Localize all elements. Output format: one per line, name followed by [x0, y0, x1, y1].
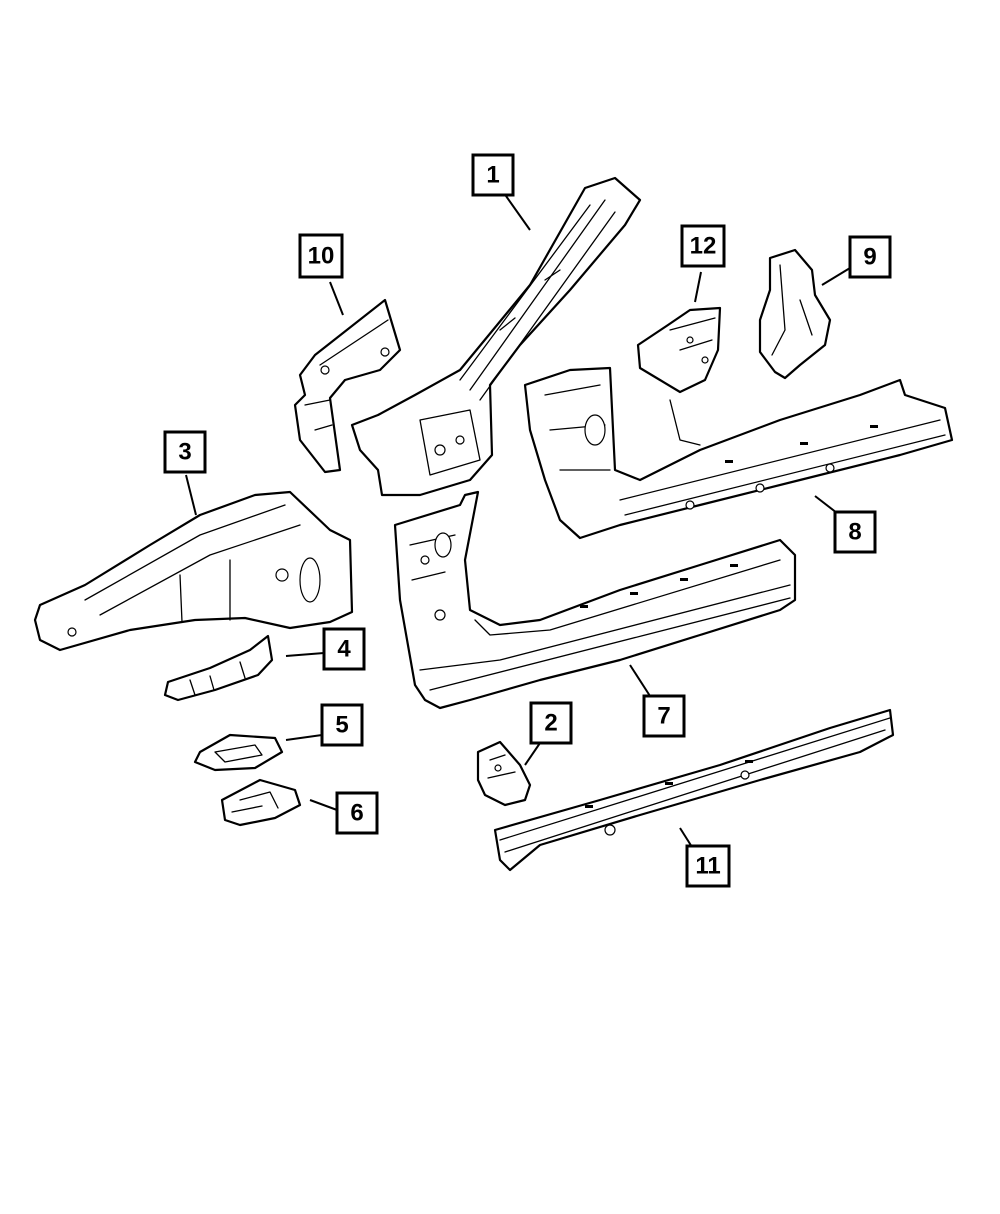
part-10-bracket — [293, 298, 402, 474]
leader-7 — [629, 664, 651, 697]
callout-7[interactable]: 7 — [642, 694, 686, 738]
part-4-bracket — [163, 634, 274, 702]
callout-6[interactable]: 6 — [335, 791, 379, 835]
part-11-rocker-reinforcement — [493, 708, 895, 872]
callout-label-4: 4 — [337, 636, 351, 663]
part-9-pillar-reinforcement — [758, 248, 832, 380]
leader-lines — [185, 195, 851, 848]
leader-3 — [185, 474, 197, 516]
callout-label-2: 2 — [544, 710, 557, 737]
callout-11[interactable]: 11 — [685, 844, 731, 888]
callout-12[interactable]: 12 — [680, 224, 726, 268]
part-7-body-side-sill — [393, 490, 797, 710]
leader-10 — [329, 281, 344, 316]
callout-label-7: 7 — [657, 703, 670, 730]
callout-4[interactable]: 4 — [322, 627, 366, 671]
callout-label-12: 12 — [690, 233, 717, 260]
leader-5 — [285, 734, 323, 741]
part-1-a-pillar — [350, 176, 642, 497]
leader-11 — [679, 827, 693, 848]
leader-4 — [285, 652, 325, 657]
callout-label-10: 10 — [308, 243, 335, 270]
callout-9[interactable]: 9 — [848, 235, 892, 279]
callout-label-6: 6 — [350, 800, 363, 827]
callout-5[interactable]: 5 — [320, 703, 364, 747]
callout-label-9: 9 — [863, 244, 876, 271]
callout-label-1: 1 — [486, 162, 499, 189]
callout-label-3: 3 — [178, 439, 191, 466]
leader-8 — [814, 495, 838, 514]
callout-2[interactable]: 2 — [529, 701, 573, 745]
part-2-gusset — [476, 740, 532, 807]
leader-2 — [524, 742, 541, 766]
callout-10[interactable]: 10 — [298, 233, 344, 279]
callout-8[interactable]: 8 — [833, 510, 877, 554]
callout-label-11: 11 — [695, 853, 720, 880]
callout-3[interactable]: 3 — [163, 430, 207, 474]
callout-label-5: 5 — [335, 712, 348, 739]
part-8-sill-inner — [523, 366, 954, 540]
callout-1[interactable]: 1 — [471, 153, 515, 197]
leader-12 — [694, 271, 702, 303]
leader-6 — [309, 799, 338, 811]
part-12-pillar-bracket — [636, 306, 722, 394]
part-6-reinforcement — [220, 778, 302, 827]
part-3-apron-rail — [33, 490, 354, 652]
leader-9 — [821, 267, 851, 286]
leader-1 — [505, 195, 531, 231]
callout-label-8: 8 — [848, 519, 861, 546]
part-5-plate — [193, 733, 284, 772]
